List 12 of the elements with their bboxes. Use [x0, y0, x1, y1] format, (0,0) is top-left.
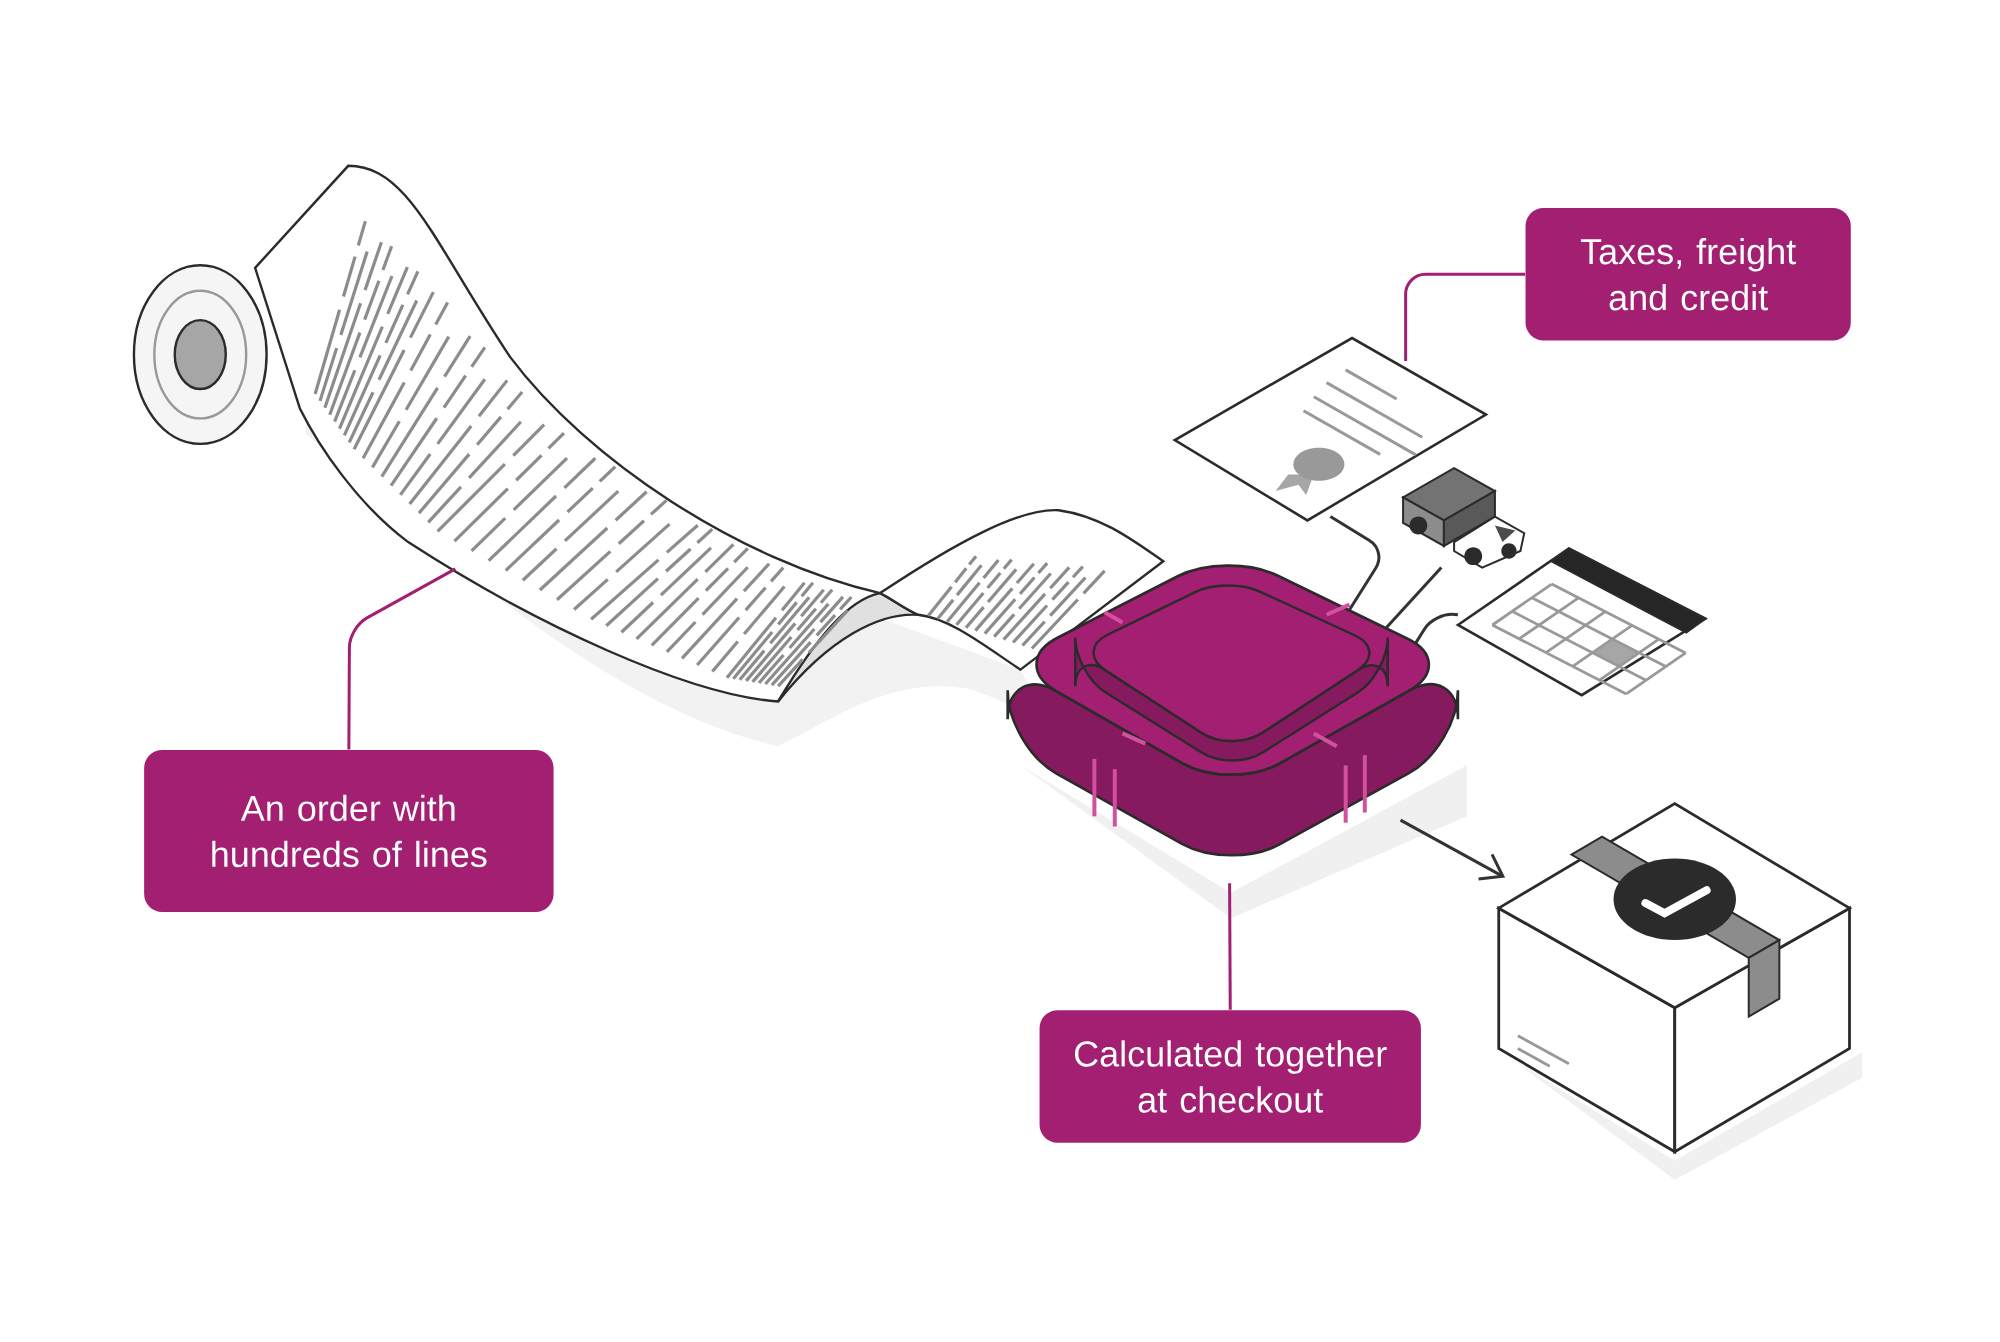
- leader-line: [347, 567, 457, 750]
- callout-box: Taxes, freight and credit: [1525, 208, 1851, 341]
- connector-line: [1414, 612, 1459, 644]
- callout-box: An order with hundreds of lines: [144, 750, 554, 913]
- connector-line: [1385, 566, 1443, 629]
- leader-line: [1228, 883, 1232, 1010]
- arrow: [1399, 818, 1506, 881]
- callout-box: Calculated together at checkout: [1039, 1010, 1421, 1143]
- leader-line: [1404, 272, 1526, 362]
- receipt-roll-drawing: [132, 164, 1165, 747]
- connector-line: [1329, 515, 1381, 611]
- processing-block-drawing: [1006, 564, 1467, 919]
